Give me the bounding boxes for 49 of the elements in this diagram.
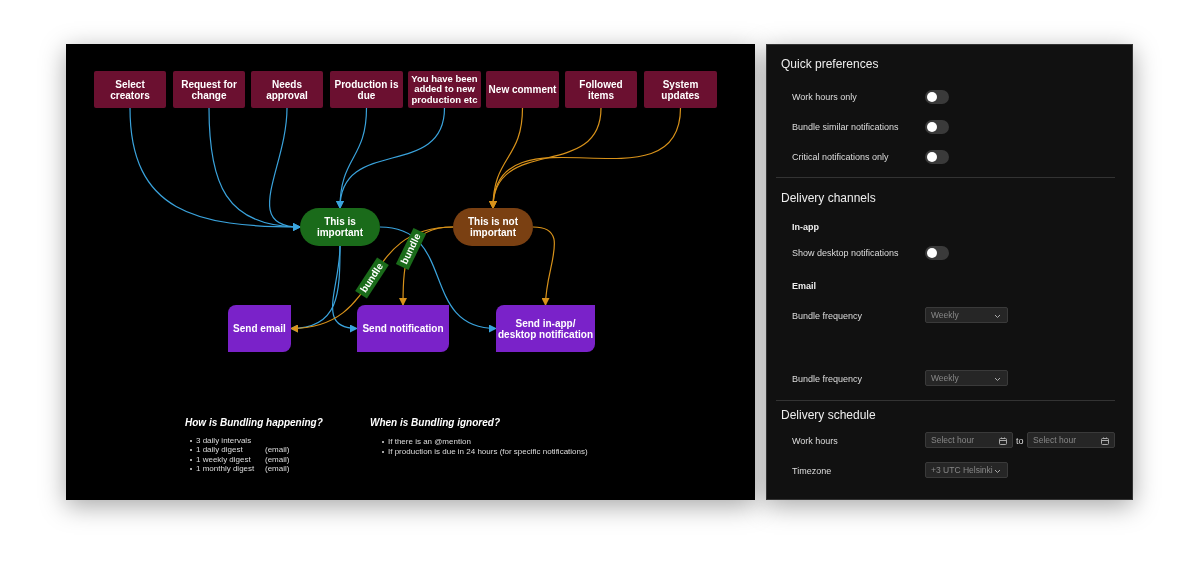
topic-box: Followed items xyxy=(565,71,637,108)
section-heading: Delivery schedule xyxy=(781,408,876,422)
action-box: Send in-app/ desktop notification xyxy=(496,305,595,352)
topic-box: Request for change xyxy=(173,71,245,108)
section-heading: Delivery channels xyxy=(781,191,876,205)
arrow xyxy=(379,226,497,332)
list-item: 1 daily digest xyxy=(196,445,243,454)
topic-box: Select creators xyxy=(94,71,166,108)
channel-note: (email) xyxy=(265,445,290,454)
arrow xyxy=(332,245,358,332)
topic-box: New comment xyxy=(486,71,559,108)
action-box: Send email xyxy=(228,305,291,352)
decision-pill: This is not important xyxy=(453,208,533,246)
setting-label: Bundle frequency xyxy=(792,311,863,322)
subheading: Email xyxy=(792,281,816,292)
setting-label: Bundle frequency xyxy=(792,374,863,385)
topic-box: System updates xyxy=(644,71,717,108)
section-heading: Quick preferences xyxy=(781,57,879,71)
topic-box: You have been added to new production etc xyxy=(408,71,481,108)
arrow xyxy=(490,107,682,209)
setting-label: Work hours xyxy=(792,436,838,447)
topic-box: Production is due xyxy=(330,71,403,108)
topic-box: Needs approval xyxy=(251,71,323,108)
list-item: 1 weekly digest xyxy=(196,455,251,464)
arrow xyxy=(532,226,556,306)
dropdown: Weekly xyxy=(925,370,1008,386)
action-box: Send notification xyxy=(357,305,449,352)
setting-label: Show desktop notifications xyxy=(792,248,899,259)
channel-note: (email) xyxy=(265,464,290,473)
arrow xyxy=(336,107,446,209)
input-field: Select hour xyxy=(1027,432,1115,448)
list-item: 3 daily intervals xyxy=(196,436,252,445)
input-field: Select hour xyxy=(925,432,1013,448)
subheading: In-app xyxy=(792,222,819,233)
heading: How is Bundling happening? xyxy=(185,417,323,428)
setting-label: Critical notifications only xyxy=(792,152,889,163)
list-item: 1 monthly digest xyxy=(196,464,255,473)
connector-word: to xyxy=(1016,436,1024,447)
setting-label: Bundle similar notifications xyxy=(792,122,899,133)
setting-label: Timezone xyxy=(792,466,832,477)
channel-note: (email) xyxy=(265,455,290,464)
dropdown: Weekly xyxy=(925,307,1008,323)
heading: When is Bundling ignored? xyxy=(370,417,500,428)
decision-pill: This is important xyxy=(300,208,380,246)
list-item: If there is an @mention xyxy=(388,437,471,446)
arrow xyxy=(269,107,301,231)
list-item: If production is due in 24 hours (for specific notifications) xyxy=(388,447,588,456)
setting-label: Work hours only xyxy=(792,92,857,103)
dropdown: +3 UTC Helsinki xyxy=(925,462,1008,478)
